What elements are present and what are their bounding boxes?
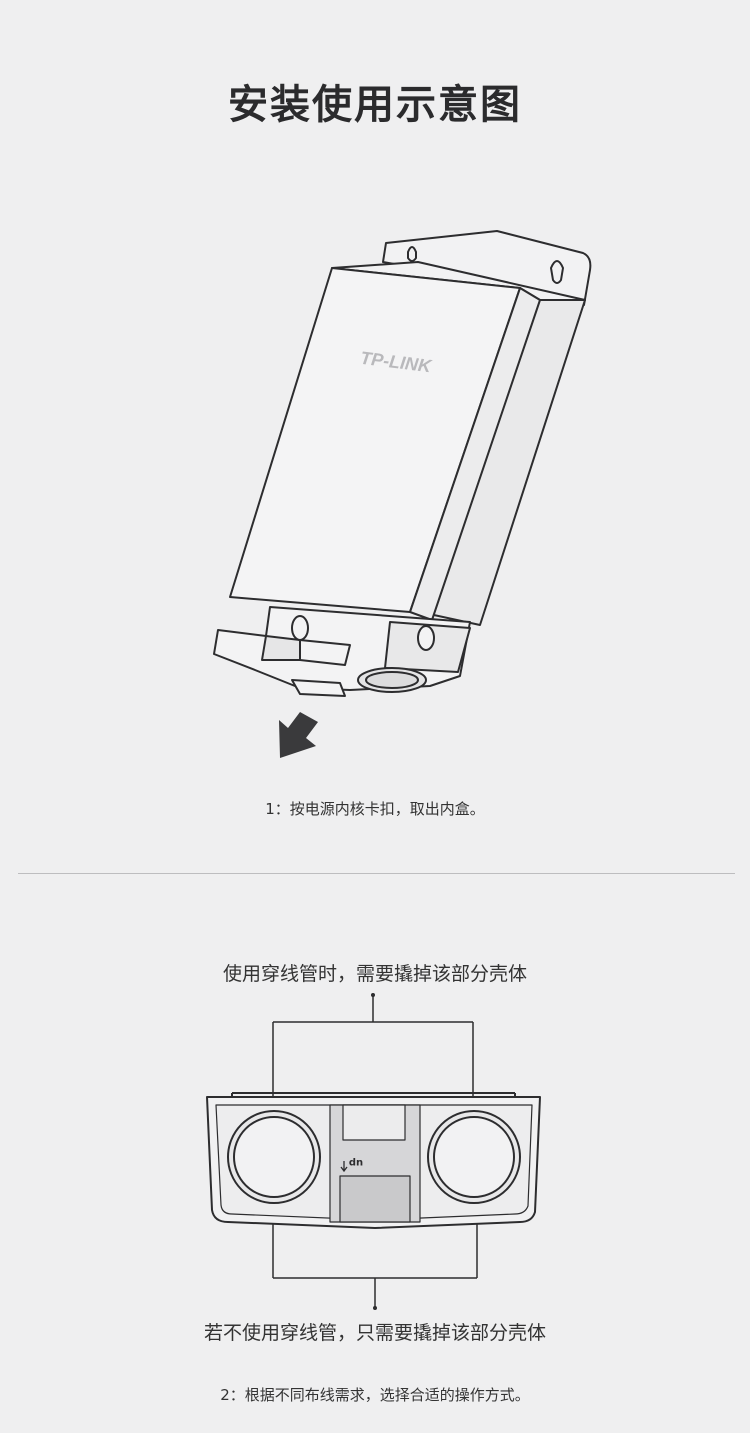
step1-caption: 1：按电源内核卡扣，取出内盒。 bbox=[265, 800, 485, 818]
top-note: 使用穿线管时，需要撬掉该部分壳体 bbox=[222, 963, 527, 985]
page-title: 安装使用示意图 bbox=[228, 82, 522, 128]
up-arrow-icon bbox=[340, 1161, 348, 1173]
tray-illustration: up bbox=[206, 993, 541, 1310]
section-divider bbox=[18, 873, 735, 874]
device-illustration: TP-LINK bbox=[213, 230, 592, 758]
up-label: up bbox=[349, 1157, 363, 1168]
bottom-note: 若不使用穿线管，只需要撬掉该部分壳体 bbox=[203, 1322, 546, 1344]
pull-arrow-icon bbox=[279, 712, 318, 758]
step2-caption: 2：根据不同布线需求，选择合适的操作方式。 bbox=[220, 1386, 530, 1404]
